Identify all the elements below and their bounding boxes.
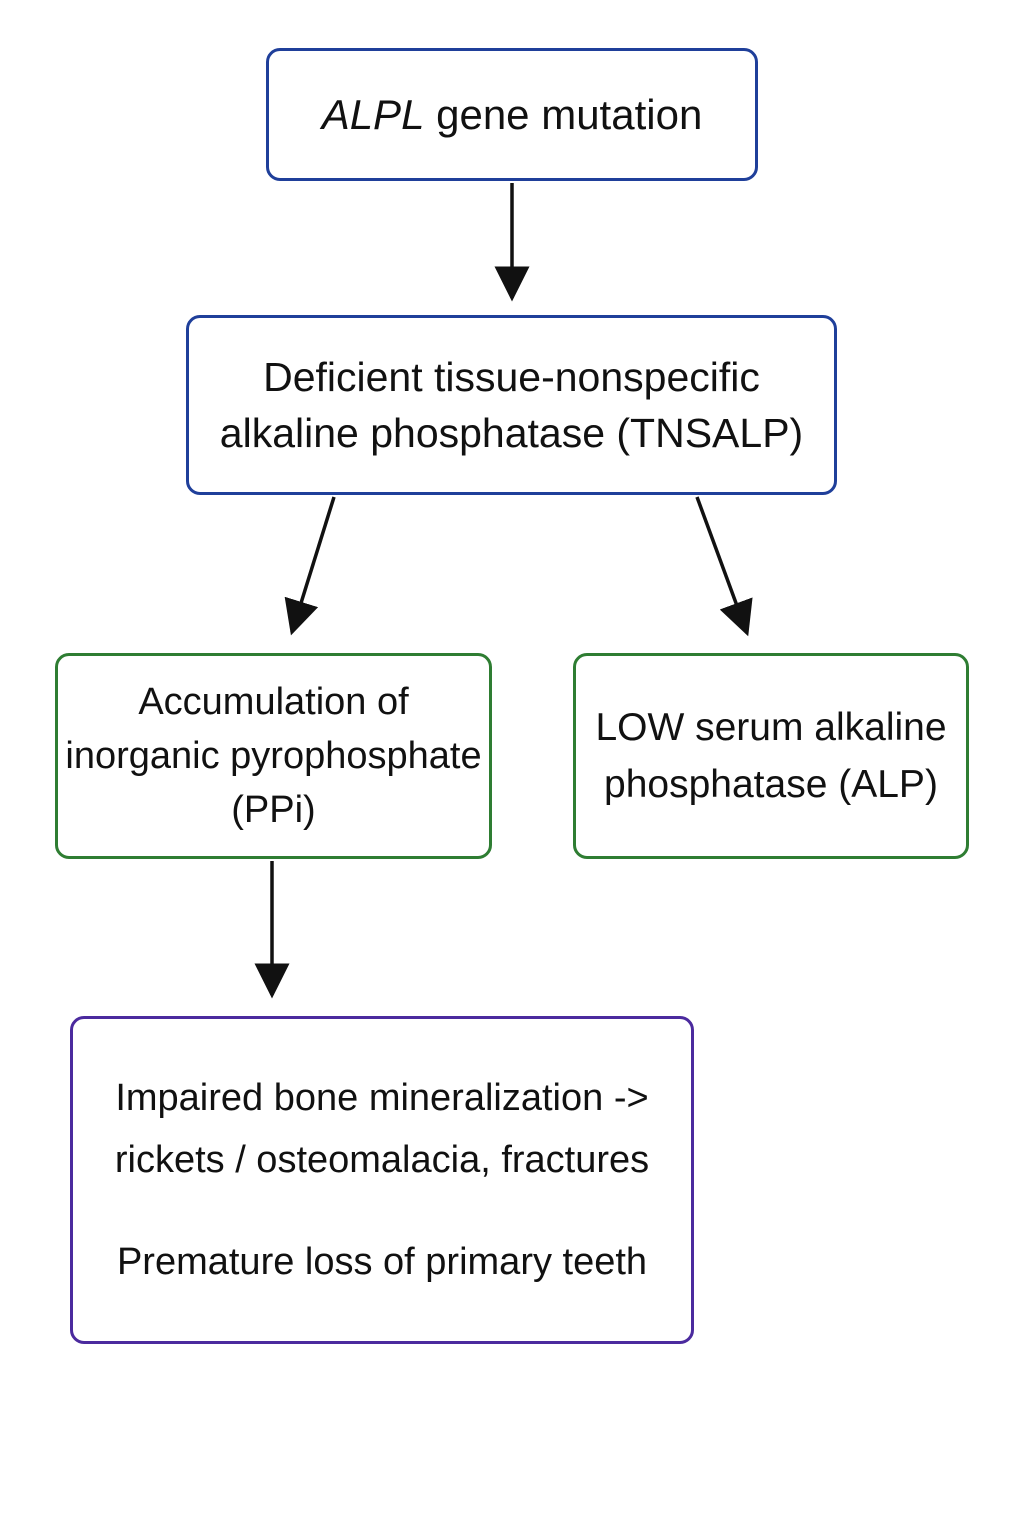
node-label-line-1: Deficient tissue-nonspecific (263, 354, 760, 400)
node-label-line-2: alkaline phosphatase (TNSALP) (219, 410, 804, 456)
gene-name: ALPL (321, 90, 425, 138)
node-label-line-3: Premature loss of primary teeth (116, 1241, 648, 1283)
node-label-line-1: LOW serum alkaline (595, 706, 947, 749)
node-label-line-2: phosphatase (ALP) (604, 763, 938, 806)
node-low-serum-alp: LOW serum alkaline phosphatase (ALP) (573, 653, 969, 859)
arrow-tnsalp-to-ppi (284, 496, 336, 636)
node-label-line-2: rickets / osteomalacia, fractures (114, 1139, 650, 1181)
node-deficient-tnsalp: Deficient tissue-nonspecific alkaline ph… (186, 315, 837, 495)
node-alpl-gene-mutation: ALPL gene mutation (266, 48, 758, 181)
node-label-line-3: (PPi) (231, 789, 316, 831)
node-ppi-accumulation: Accumulation of inorganic pyrophosphate … (55, 653, 492, 859)
node-label-line-1: Accumulation of (138, 681, 409, 723)
node-label: ALPL gene mutation (322, 91, 703, 139)
arrow-tnsalp-to-alp (695, 496, 753, 637)
gene-mutation-text: gene mutation (424, 90, 703, 138)
node-clinical-outcomes: Impaired bone mineralization -> rickets … (70, 1016, 694, 1344)
node-label-line-1: Impaired bone mineralization -> (115, 1077, 649, 1119)
node-label-line-2: inorganic pyrophosphate (65, 735, 482, 777)
